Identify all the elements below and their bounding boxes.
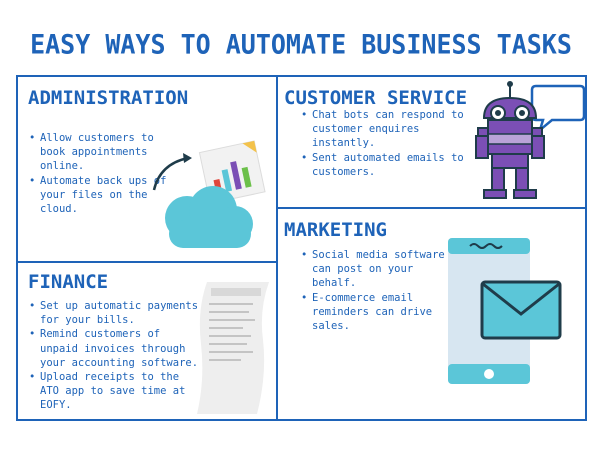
marketing-bullets: Social media software can post on your b… xyxy=(300,248,452,333)
cloud-icon xyxy=(165,186,253,248)
administration-bullets: Allow customers to book appointments onl… xyxy=(28,131,172,216)
envelope-icon xyxy=(480,280,562,340)
list-item: Remind customers of unpaid invoices thro… xyxy=(29,327,204,370)
customer-service-bullets: Chat bots can respond to customer enquir… xyxy=(300,108,477,179)
finance-bullets: Set up automatic payments for your bills… xyxy=(28,299,204,413)
curved-arrow-icon xyxy=(152,153,192,191)
administration-heading: ADMINISTRATION xyxy=(28,87,189,109)
list-item: Set up automatic payments for your bills… xyxy=(29,299,204,327)
list-item: Upload receipts to the ATO app to save t… xyxy=(29,370,204,413)
list-item: Social media software can post on your b… xyxy=(301,248,452,291)
customer-service-heading: CUSTOMER SERVICE xyxy=(284,87,468,109)
list-item: Allow customers to book appointments onl… xyxy=(29,131,172,174)
receipt-icon xyxy=(197,282,269,414)
list-item: Sent automated emails to customers. xyxy=(301,151,477,179)
finance-heading: FINANCE xyxy=(28,271,109,293)
marketing-heading: MARKETING xyxy=(284,219,387,241)
list-item: E-commerce email reminders can drive sal… xyxy=(301,291,452,334)
page-title: EASY WAYS TO AUTOMATE BUSINESS TASKS xyxy=(30,28,572,61)
speech-bubble-icon xyxy=(530,84,586,134)
list-item: Automate back ups of your files on the c… xyxy=(29,174,172,217)
robot-icon xyxy=(475,81,545,199)
list-item: Chat bots can respond to customer enquir… xyxy=(301,108,477,151)
